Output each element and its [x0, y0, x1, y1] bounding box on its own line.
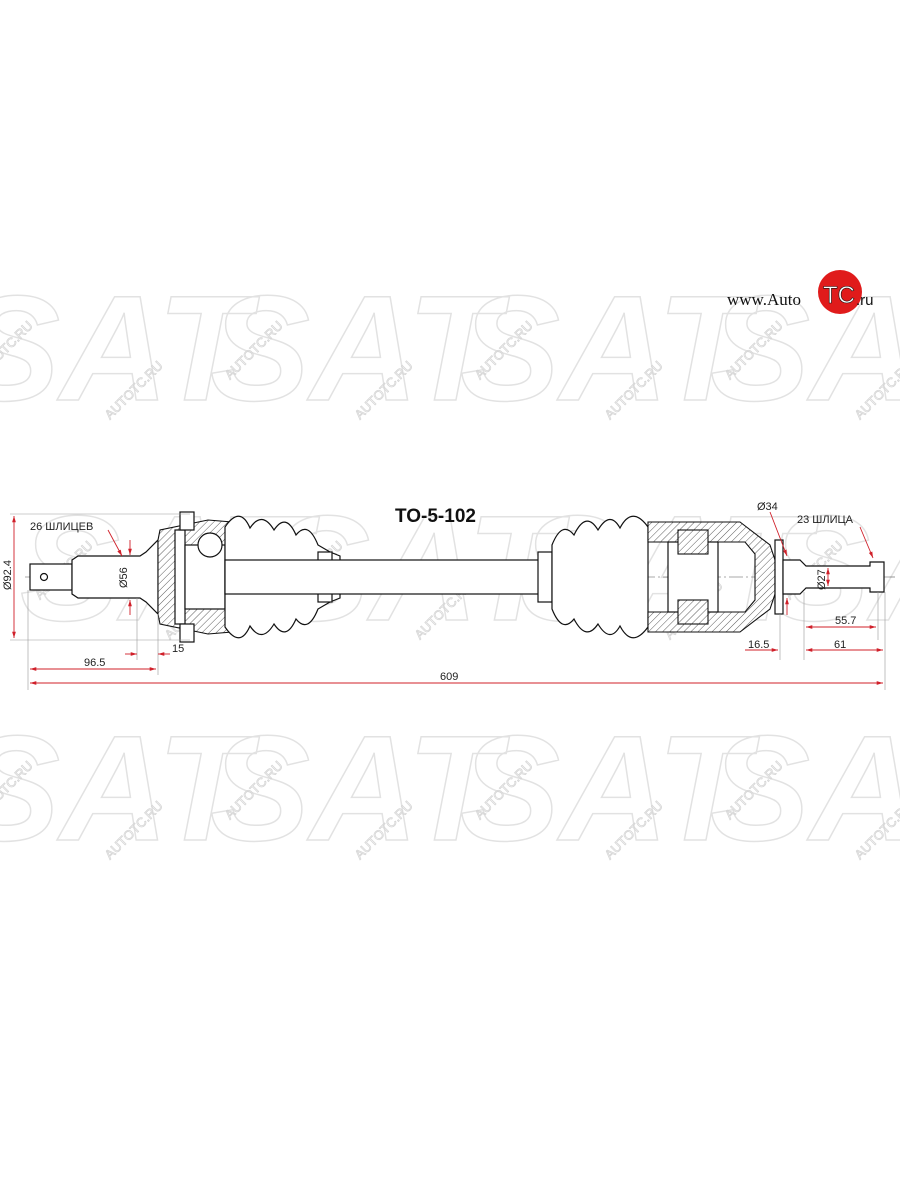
watermark-brand: SAT	[710, 264, 900, 432]
outer-cv-joint	[29, 511, 233, 643]
dim-total-length: 609	[440, 671, 458, 683]
dim-outer-splines: 26 ШЛИЦЕВ	[30, 521, 93, 533]
autotc-logo: www.Auto TC .ru	[727, 270, 874, 314]
inner-tripod-joint	[647, 521, 885, 633]
dim-inner-shaft-diameter: Ø27	[816, 569, 828, 590]
axle-shaft	[224, 559, 556, 595]
dim-inner-length: 61	[834, 639, 846, 651]
dim-inner-spline-length: 55.7	[835, 615, 856, 627]
svg-text:TC: TC	[823, 282, 855, 309]
dim-inner-splines: 23 ШЛИЦА	[797, 514, 854, 526]
svg-text:www.Auto: www.Auto	[727, 290, 801, 309]
svg-text:.ru: .ru	[856, 292, 874, 309]
dim-outer-diameter: Ø92.4	[2, 560, 14, 590]
dim-inner-flange-offset: 16.5	[748, 639, 769, 651]
part-number: TO-5-102	[395, 506, 476, 527]
dim-inner-seal-diameter: Ø34	[757, 501, 778, 513]
dim-outer-seal-diameter: Ø56	[118, 567, 130, 588]
dim-outer-offset: 15	[172, 643, 184, 655]
dimension-lines	[10, 511, 886, 690]
watermark-brand: SAT	[210, 704, 510, 872]
watermark-brand: SAT	[0, 704, 260, 872]
watermark-brand: SAT	[210, 264, 510, 432]
watermark-brand: SAT	[0, 264, 260, 432]
watermark-brand: SAT	[460, 264, 760, 432]
watermark-brand: SAT	[710, 704, 900, 872]
dim-outer-length: 96.5	[84, 657, 105, 669]
watermark-brand: SAT	[460, 704, 760, 872]
